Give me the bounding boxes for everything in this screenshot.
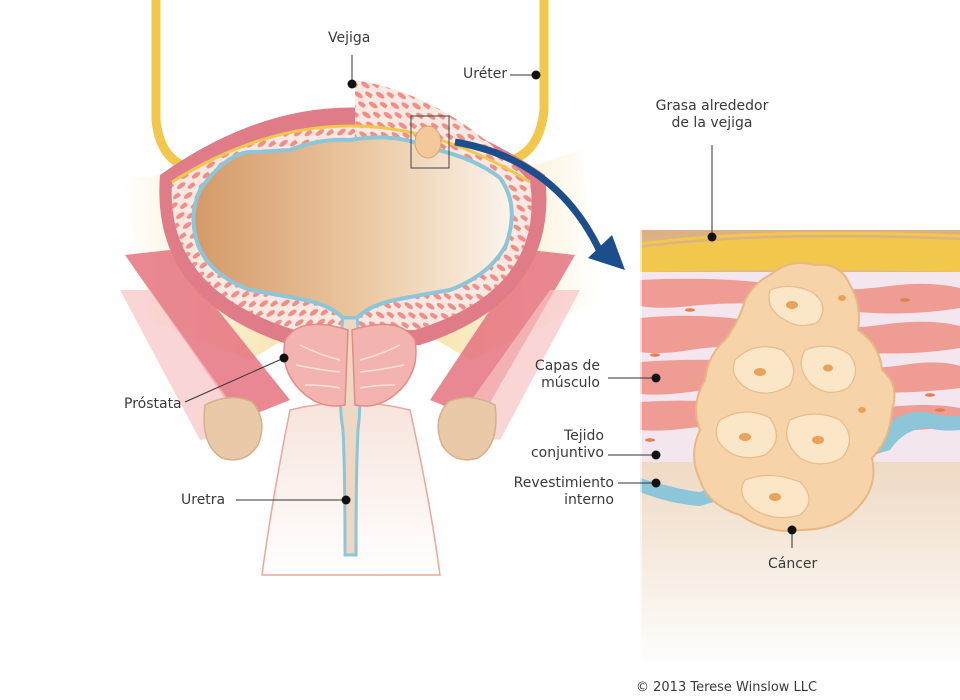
pointer-dot-vejiga: [347, 79, 357, 89]
label-grasa: Grasa alrededor de la vejiga: [646, 98, 778, 132]
pointer-dot-uretra: [341, 495, 351, 505]
bladder-tumor: [414, 125, 442, 159]
pointer-dot-revestimiento: [651, 478, 661, 488]
label-tejido: Tejido conjuntivo: [500, 428, 604, 462]
copyright-credit: © 2013 Terese Winslow LLC: [636, 680, 818, 695]
pointer-dot-ureter: [531, 70, 541, 80]
pointer-dot-prostata: [279, 353, 289, 363]
prostate-right-lobe: [351, 323, 417, 407]
pointer-dot-capas: [651, 373, 661, 383]
inset-cross-section: [640, 230, 960, 670]
label-revestimiento-line2: interno: [564, 492, 614, 508]
label-tejido-line2: conjuntivo: [530, 445, 604, 461]
bladder-serosa-line: [171, 124, 531, 184]
inset-fat-top: [640, 231, 960, 246]
pelvic-muscle-right: [430, 250, 575, 420]
label-revestimiento-line1: Revestimiento: [513, 475, 614, 491]
label-capas-line2: músculo: [541, 375, 600, 391]
label-capas-line1: Capas de: [534, 358, 600, 374]
gland-left: [203, 396, 263, 461]
label-grasa-line1: Grasa alrededor: [655, 98, 769, 114]
inset-tumor-spots: [739, 295, 866, 501]
bladder-lumen: [191, 135, 514, 320]
label-ureter: Uréter: [463, 66, 508, 82]
inset-fat-layer: [640, 237, 960, 272]
label-vejiga: Vejiga: [328, 30, 371, 46]
inset-fibroblasts: [645, 298, 945, 442]
pointer-dots: [279, 70, 797, 535]
inset-edge: [636, 230, 642, 670]
pointer-dot-tejido: [651, 450, 661, 460]
pointer-dot-cancer: [787, 525, 797, 535]
label-uretra: Uretra: [181, 492, 226, 508]
zoom-box: [410, 115, 450, 169]
pelvic-muscle-left: [125, 250, 290, 420]
pointer-lines: [184, 55, 793, 548]
inset-tumor-texture: [715, 285, 857, 519]
pointer-prostata: [184, 357, 285, 403]
zoom-arrow: [454, 138, 607, 260]
label-grasa-line2: de la vejiga: [671, 115, 753, 131]
inset-tumor: [693, 262, 896, 532]
label-capas: Capas de músculo: [500, 358, 600, 392]
zoom-arrow-head: [588, 235, 625, 270]
gland-right: [437, 396, 497, 461]
label-cancer: Cáncer: [768, 556, 818, 572]
left-ureter: [151, 0, 192, 173]
pointer-dot-grasa: [707, 232, 717, 242]
label-tejido-line1: Tejido: [563, 428, 604, 444]
right-ureter: [510, 0, 549, 165]
prostate-texture: [295, 344, 405, 389]
label-prostata: Próstata: [124, 396, 182, 412]
label-revestimiento: Revestimiento interno: [490, 475, 614, 509]
prostate-left-lobe: [283, 323, 349, 407]
